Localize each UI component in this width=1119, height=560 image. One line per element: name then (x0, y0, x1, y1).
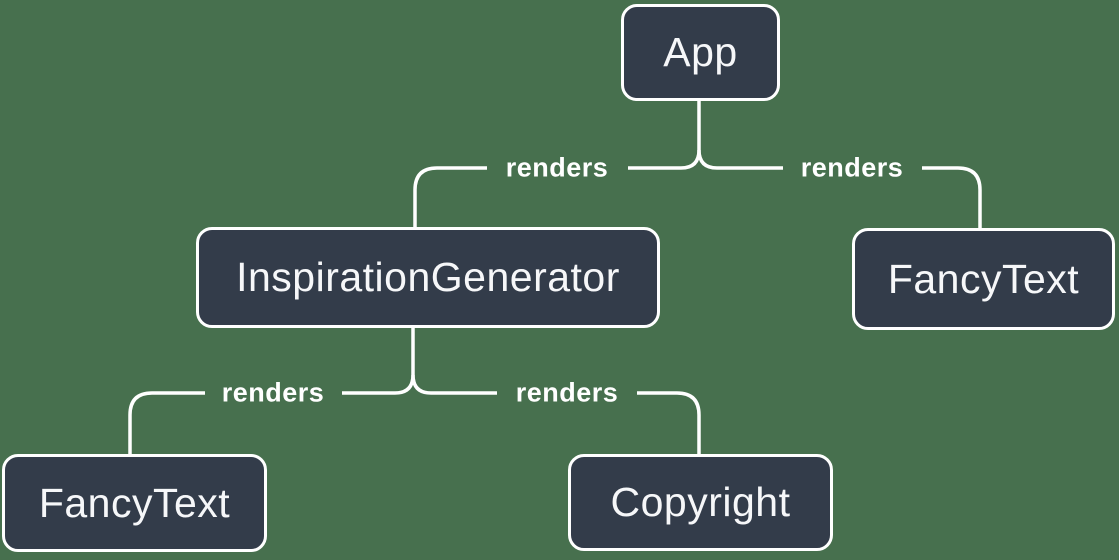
edge-inspiration-junction-right (411, 374, 497, 395)
edge-label-renders-app-inspiration: renders (505, 152, 609, 183)
node-inspiration-generator: InspirationGenerator (196, 227, 660, 328)
node-fancy-text-top-right: FancyText (852, 228, 1115, 330)
node-copyright-label: Copyright (610, 479, 791, 525)
edge-app-junction-left (628, 100, 701, 170)
edge-to-inspiration-generator (413, 166, 487, 227)
edge-inspiration-junction-left (342, 328, 415, 395)
node-fancy-text-top-right-label: FancyText (887, 255, 1080, 302)
edge-to-fancy-text-top (922, 166, 982, 228)
edge-to-copyright (637, 391, 701, 454)
node-inspiration-generator-label: InspirationGenerator (236, 254, 620, 300)
node-app-label: App (663, 29, 738, 75)
node-fancy-text-bottom-left-label: FancyText (38, 479, 231, 526)
edge-to-fancy-text-bottom (128, 391, 205, 454)
node-fancy-text-bottom-left: FancyText (2, 454, 267, 552)
node-app: App (621, 4, 780, 101)
edge-app-junction-right (697, 149, 783, 170)
edge-label-renders-inspiration-copyright: renders (515, 377, 619, 408)
edge-label-renders-inspiration-fancytext: renders (221, 377, 325, 408)
edge-label-renders-app-fancytext: renders (800, 152, 904, 183)
node-copyright: Copyright (568, 454, 833, 551)
